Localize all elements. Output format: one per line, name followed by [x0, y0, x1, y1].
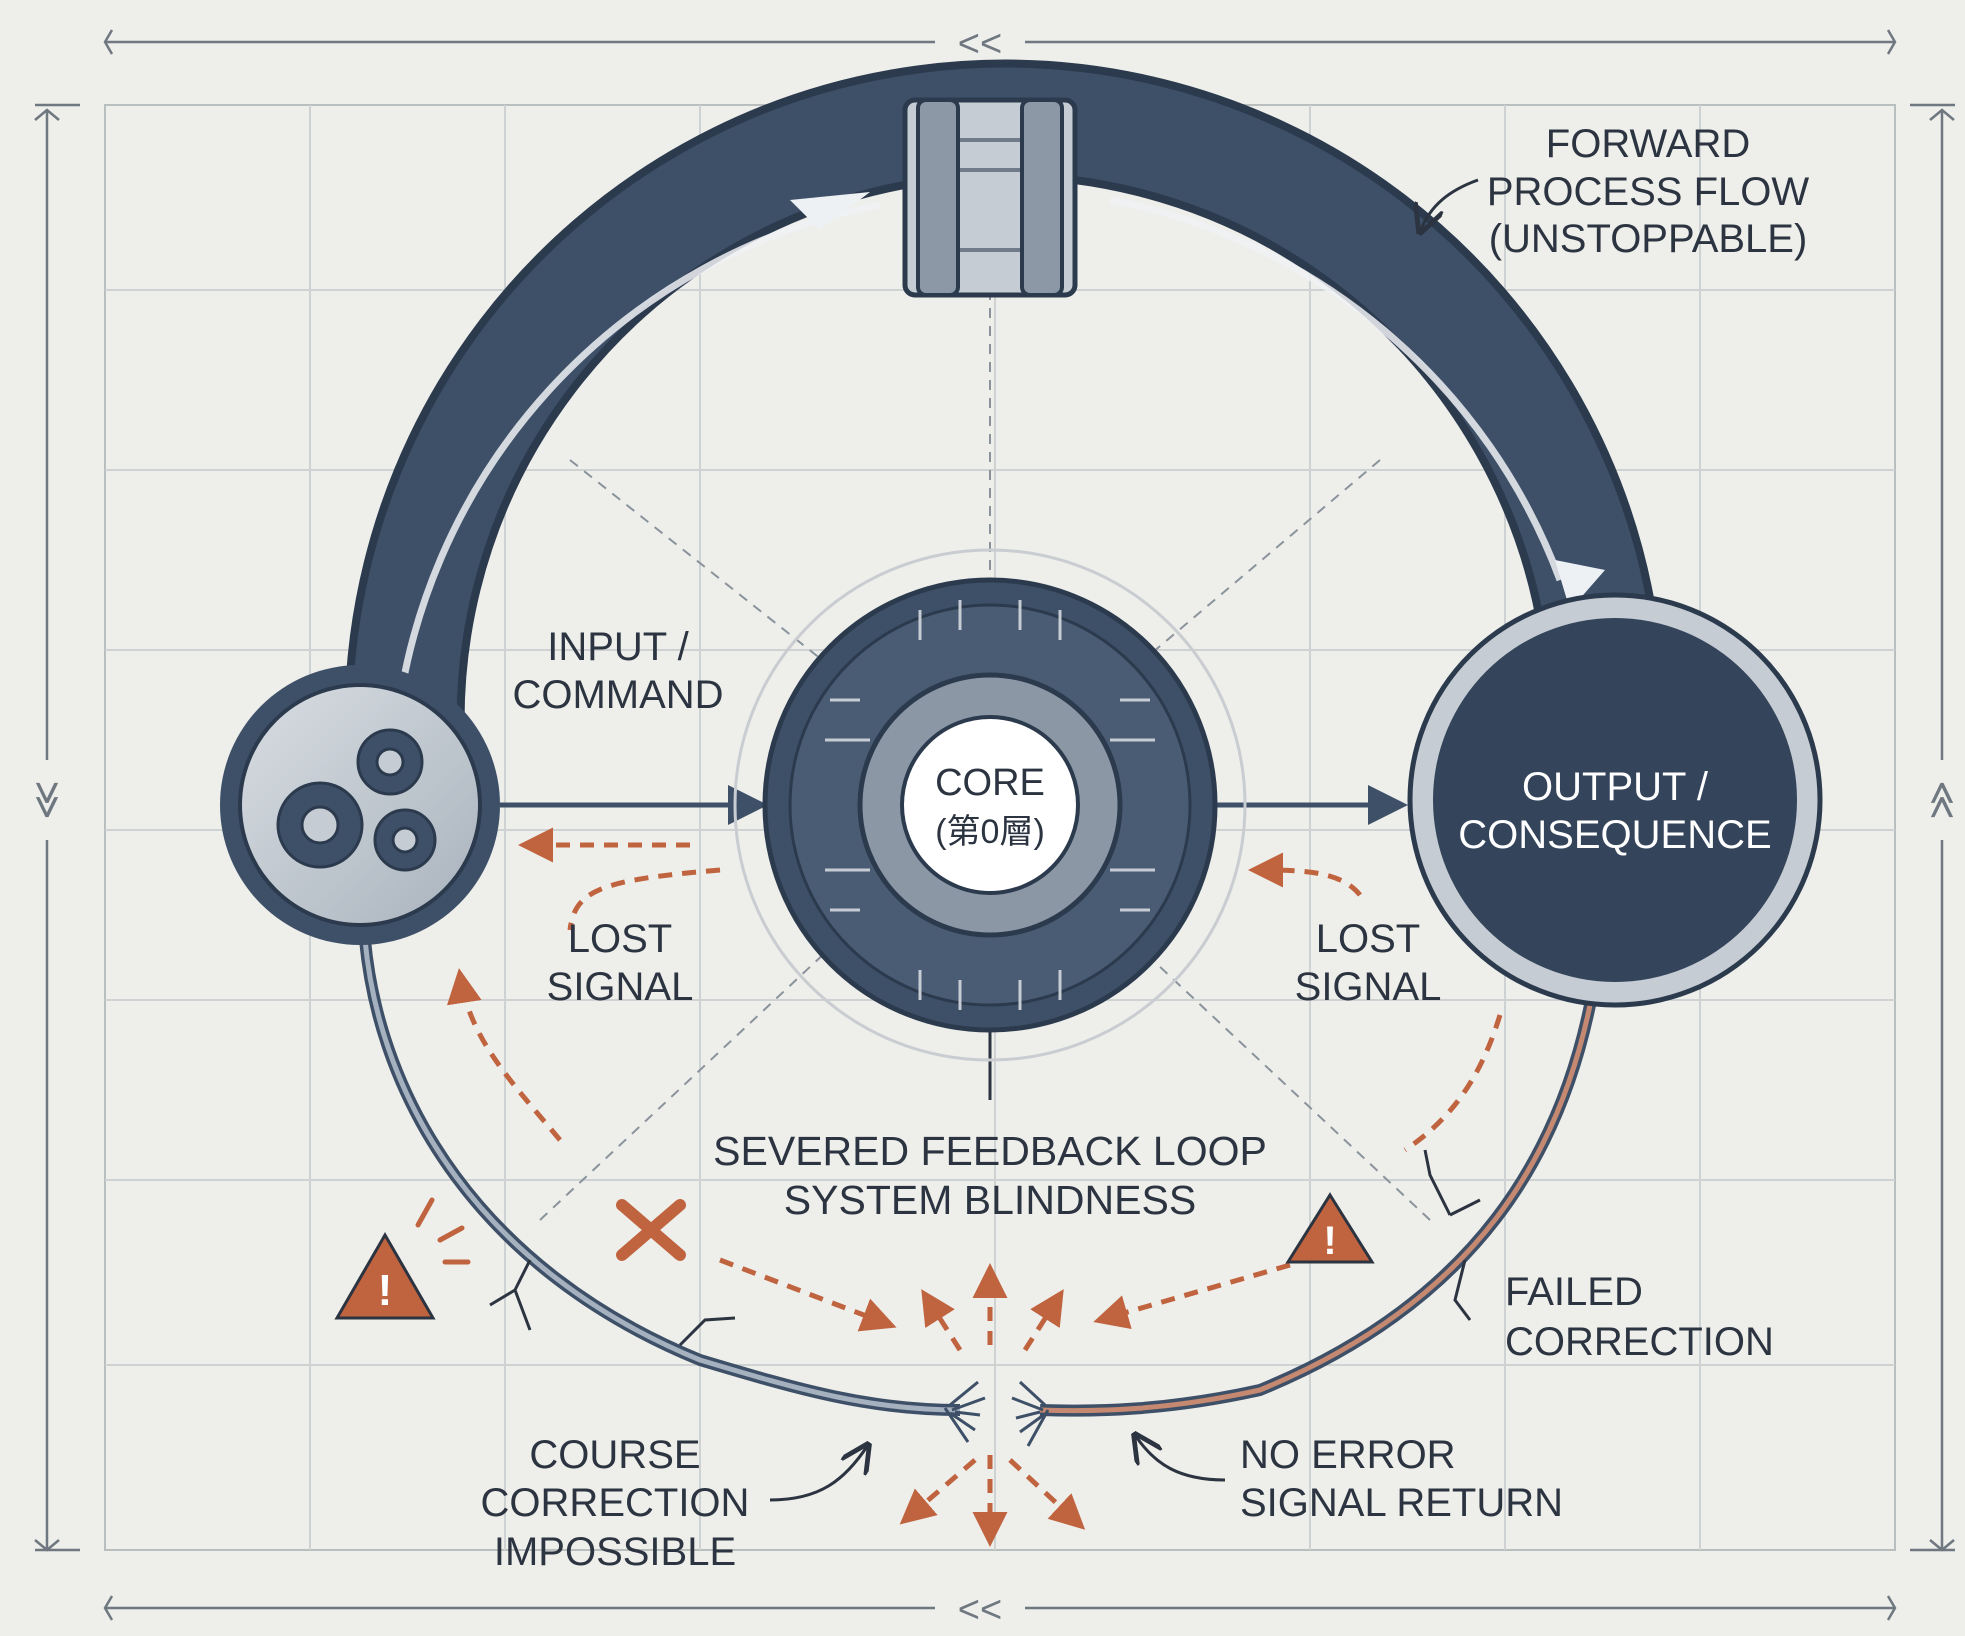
lost-signal-right-label: LOST SIGNAL: [1295, 917, 1442, 1009]
forward-pipe: [344, 59, 1660, 808]
input-line-1: INPUT /: [547, 625, 689, 669]
forward-flow-pointer: [1420, 178, 1479, 232]
dim-marker-left: ≫: [26, 780, 68, 820]
frayed-wire-icon: [943, 1380, 1050, 1447]
warning-icon: !: [334, 1197, 471, 1320]
forward-flow-line-3: (UNSTOPPABLE): [1489, 217, 1808, 261]
failed-correction-label: FAILED CORRECTION: [1505, 1270, 1774, 1364]
lost-signal-arrows: [446, 827, 1503, 1547]
lost-right-line-2: SIGNAL: [1295, 965, 1442, 1009]
failed-line-2: CORRECTION: [1505, 1320, 1774, 1364]
severed-line-1: SEVERED FEEDBACK LOOP: [713, 1128, 1267, 1174]
output-line-1: OUTPUT /: [1522, 765, 1709, 809]
course-line-1: COURSE: [529, 1433, 700, 1477]
lost-right-line-1: LOST: [1316, 917, 1420, 961]
radial-guides: [539, 290, 1431, 1221]
dim-marker-right: ≪: [1921, 780, 1963, 820]
circuit-gear-icon: [825, 600, 1155, 1010]
failed-line-1: FAILED: [1505, 1270, 1643, 1314]
cross-icon: [616, 1199, 686, 1261]
no-error-line-2: SIGNAL RETURN: [1240, 1481, 1563, 1525]
dimension-lines: [34, 29, 1955, 1621]
dim-marker-bottom: <<: [958, 1589, 1002, 1631]
lost-left-line-1: LOST: [568, 917, 672, 961]
lost-signal-left-label: LOST SIGNAL: [547, 917, 694, 1009]
no-error-pointer: [1135, 1435, 1226, 1482]
core-node: [733, 548, 1247, 1062]
severed-label: SEVERED FEEDBACK LOOP SYSTEM BLINDNESS: [713, 1128, 1267, 1223]
no-error-line-1: NO ERROR: [1240, 1433, 1456, 1477]
output-node: [1407, 592, 1823, 1008]
input-node: [220, 665, 500, 945]
severed-line-2: SYSTEM BLINDNESS: [784, 1177, 1196, 1223]
output-label: OUTPUT / CONSEQUENCE: [1458, 765, 1771, 857]
feedback-wires: [359, 939, 1596, 1447]
course-correction-pointer: [769, 1445, 868, 1502]
output-line-2: CONSEQUENCE: [1458, 813, 1771, 857]
input-line-2: COMMAND: [512, 673, 723, 717]
core-label: CORE (第0層): [935, 762, 1045, 851]
dim-marker-top: <<: [958, 23, 1002, 65]
warning-mark-right: !: [1323, 1219, 1336, 1263]
forward-flow-line-2: PROCESS FLOW: [1487, 170, 1810, 214]
forward-flow-line-1: FORWARD: [1546, 122, 1750, 166]
course-correction-label: COURSE CORRECTION IMPOSSIBLE: [481, 1433, 750, 1574]
course-line-2: CORRECTION: [481, 1481, 750, 1525]
warning-icon: !: [1285, 1192, 1375, 1264]
no-error-label: NO ERROR SIGNAL RETURN: [1240, 1433, 1563, 1525]
core-line-1: CORE: [935, 762, 1045, 804]
core-line-2: (第0層): [935, 813, 1045, 851]
gears-icon: [276, 728, 437, 872]
input-label: INPUT / COMMAND: [512, 625, 723, 717]
forward-flow-label: FORWARD PROCESS FLOW (UNSTOPPABLE): [1487, 122, 1810, 261]
course-line-3: IMPOSSIBLE: [494, 1530, 736, 1574]
lost-left-line-2: SIGNAL: [547, 965, 694, 1009]
warning-mark-left: !: [378, 1266, 393, 1315]
